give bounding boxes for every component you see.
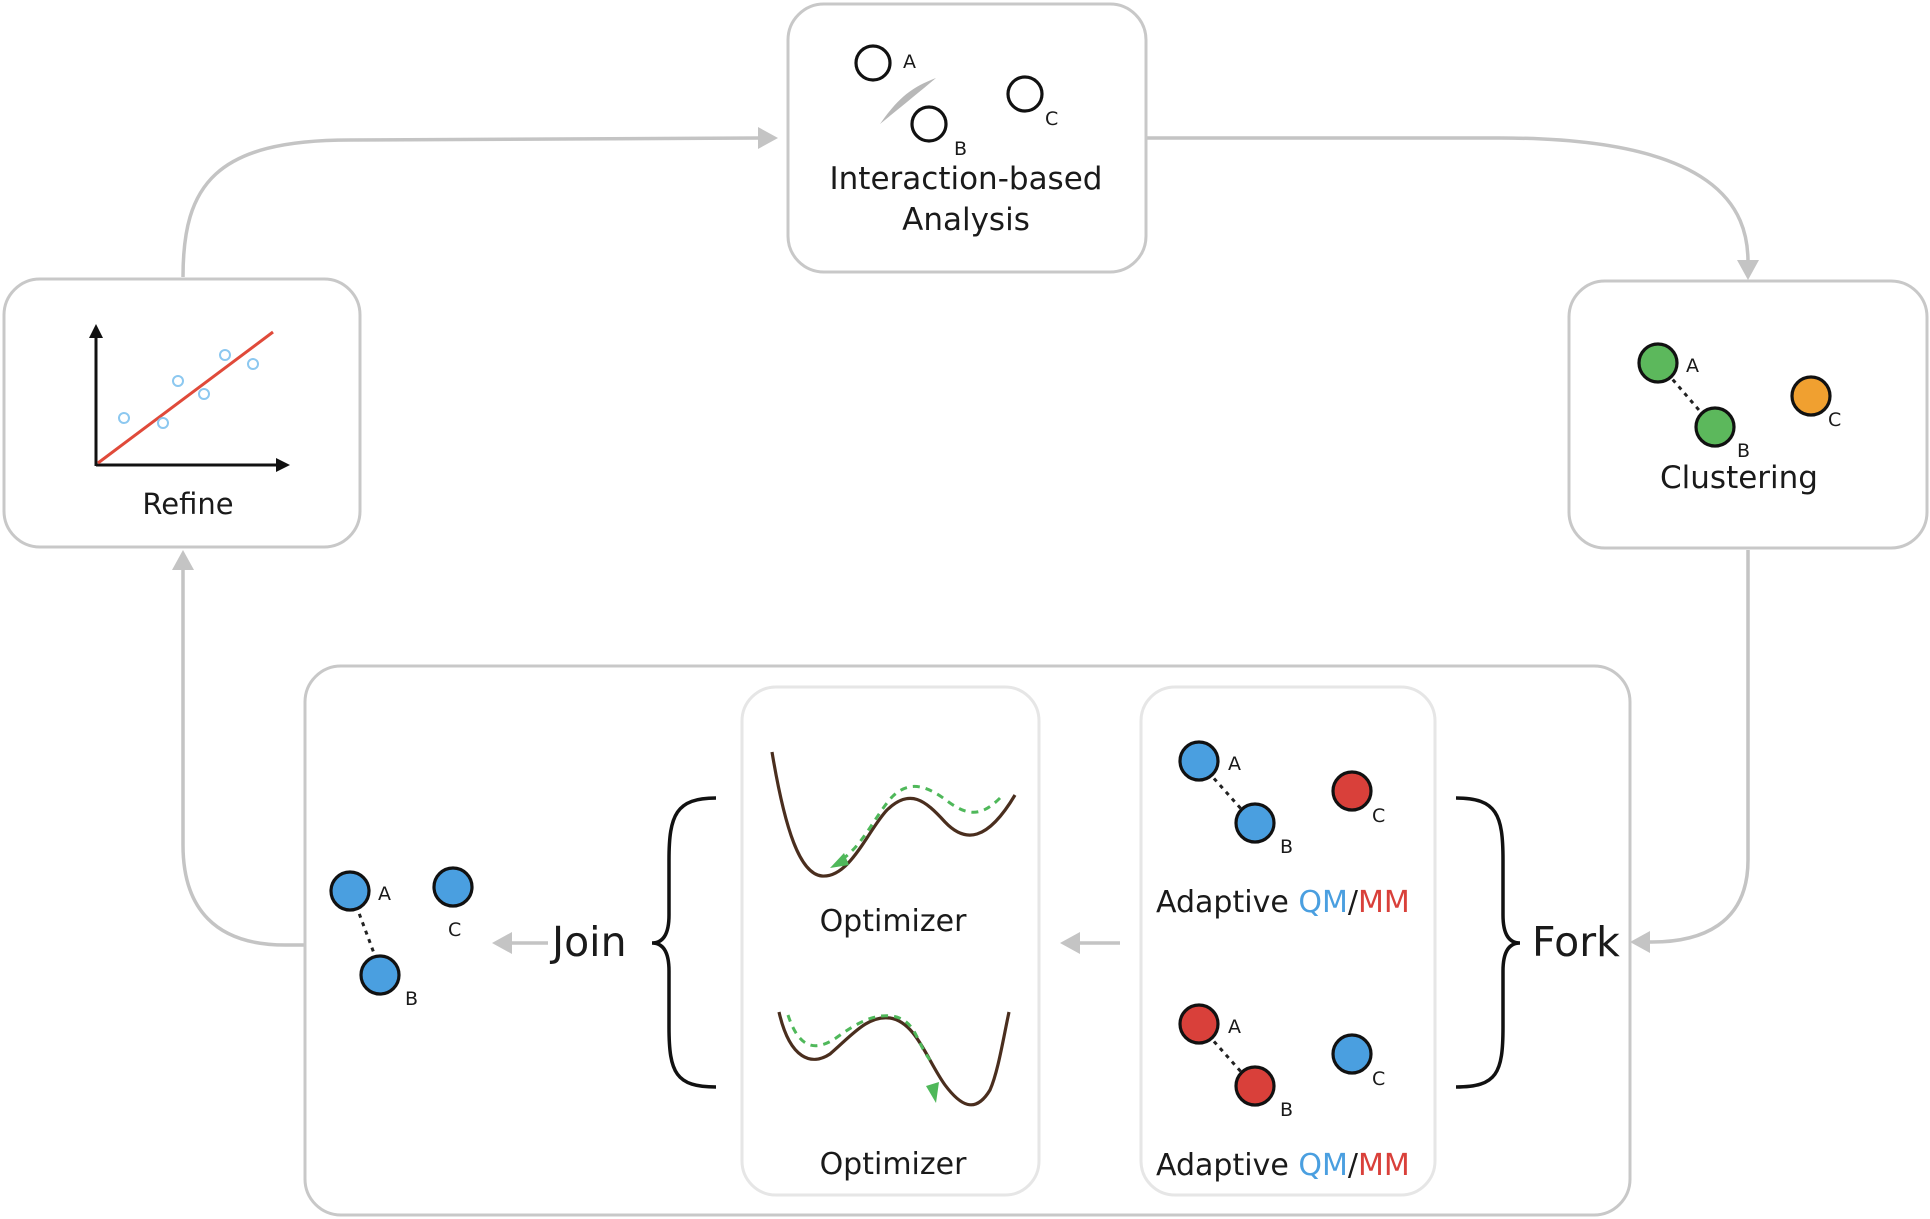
qmmm1-atom-b-icon (1234, 802, 1276, 844)
result-atom-c-icon (432, 866, 474, 908)
analysis-title-line2: Analysis (902, 202, 1030, 238)
qmmm1-atom-a-label: A (1228, 753, 1241, 775)
join-brace (651, 796, 717, 1089)
qmmm-state-2: A B C Adaptive QM/MM (1156, 1003, 1410, 1183)
fork-label: Fork (1532, 918, 1620, 966)
fork-join-panel: A B C Adaptive QM/MM A B C Adaptive QM/M… (303, 664, 1632, 1217)
arrowhead-refine-to-analysis (758, 127, 778, 149)
arrow-analysis-to-clustering (1143, 136, 1750, 263)
refine-title: Refine (142, 487, 233, 521)
cluster-atom-b-icon (1694, 406, 1736, 448)
atom-c-label: C (1045, 108, 1058, 130)
qmmm2-atom-c-label: C (1372, 1068, 1385, 1090)
result-atom-b-icon (359, 954, 401, 996)
qmmm2-atom-c-icon (1331, 1033, 1373, 1075)
descent-arrowhead-1 (830, 853, 849, 868)
descent-path-2 (786, 1014, 932, 1061)
arrowhead-join-to-result (492, 932, 512, 954)
qmmm-state-1: A B C Adaptive QM/MM (1156, 740, 1410, 920)
arrow-panel-to-refine (181, 570, 305, 947)
result-atom-c-label: C (448, 919, 461, 941)
fit-line (97, 330, 274, 465)
qmmm2-atom-a-icon (1178, 1003, 1220, 1045)
atom-b-icon (910, 105, 948, 143)
analysis-node: A B C Interaction-based Analysis (786, 2, 1148, 274)
cluster-atom-b-label: B (1737, 440, 1750, 462)
optimizer-1-label: Optimizer (820, 904, 968, 939)
energy-curve-2 (777, 1011, 1011, 1107)
arrow-clustering-to-fork (1650, 550, 1750, 944)
optimizer-box (740, 685, 1041, 1197)
atom-a-label: A (903, 51, 916, 73)
result-atom-a-icon (329, 870, 371, 912)
qmmm1-atom-a-icon (1178, 740, 1220, 782)
qmmm2-atom-a-label: A (1228, 1016, 1241, 1038)
qmmm2-label: Adaptive QM/MM (1156, 1148, 1410, 1183)
cluster-atom-a-label: A (1686, 355, 1699, 377)
refine-box (2, 277, 362, 549)
clustering-box (1567, 279, 1929, 550)
qmmm2-atom-b-icon (1234, 1065, 1276, 1107)
descent-path-1 (837, 784, 1002, 864)
cluster-atom-a-icon (1637, 342, 1679, 384)
qmmm1-atom-c-label: C (1372, 805, 1385, 827)
arrowhead-clustering-to-fork (1630, 931, 1650, 953)
clustering-title: Clustering (1660, 460, 1818, 496)
arrowhead-analysis-to-clustering (1737, 260, 1759, 280)
atom-b-label: B (954, 138, 967, 160)
refine-node: Refine (2, 277, 362, 549)
qmmm1-atom-b-label: B (1280, 836, 1293, 858)
cluster-atom-c-label: C (1828, 409, 1841, 431)
regression-plot-icon (89, 324, 290, 472)
result-atom-b-label: B (405, 988, 418, 1010)
flow-arrows (172, 127, 1759, 953)
qmmm1-atom-c-icon (1331, 770, 1373, 812)
qmmm2-atom-b-label: B (1280, 1099, 1293, 1121)
interaction-arc-icon (880, 78, 936, 124)
optimizer-2-label: Optimizer (820, 1147, 968, 1182)
arrow-refine-to-analysis (181, 136, 761, 278)
analysis-title-line1: Interaction-based (830, 161, 1103, 197)
arrowhead-qmmm-to-optimizer (1060, 932, 1080, 954)
join-label: Join (549, 918, 627, 966)
energy-curve-1 (770, 751, 1017, 878)
qmmm1-label: Adaptive QM/MM (1156, 885, 1410, 920)
optimizer-2: Optimizer (777, 1011, 1011, 1182)
cluster-atom-c-icon (1790, 375, 1832, 417)
descent-arrowhead-2 (926, 1082, 939, 1103)
joined-result: A B C (329, 866, 474, 1010)
result-atom-a-label: A (378, 883, 391, 905)
atom-a-icon (854, 44, 892, 82)
atom-c-icon (1006, 75, 1044, 113)
fork-brace (1455, 796, 1521, 1089)
clustering-node: A B C Clustering (1567, 279, 1929, 550)
arrowhead-panel-to-refine (172, 550, 194, 570)
optimizer-1: Optimizer (770, 751, 1017, 939)
